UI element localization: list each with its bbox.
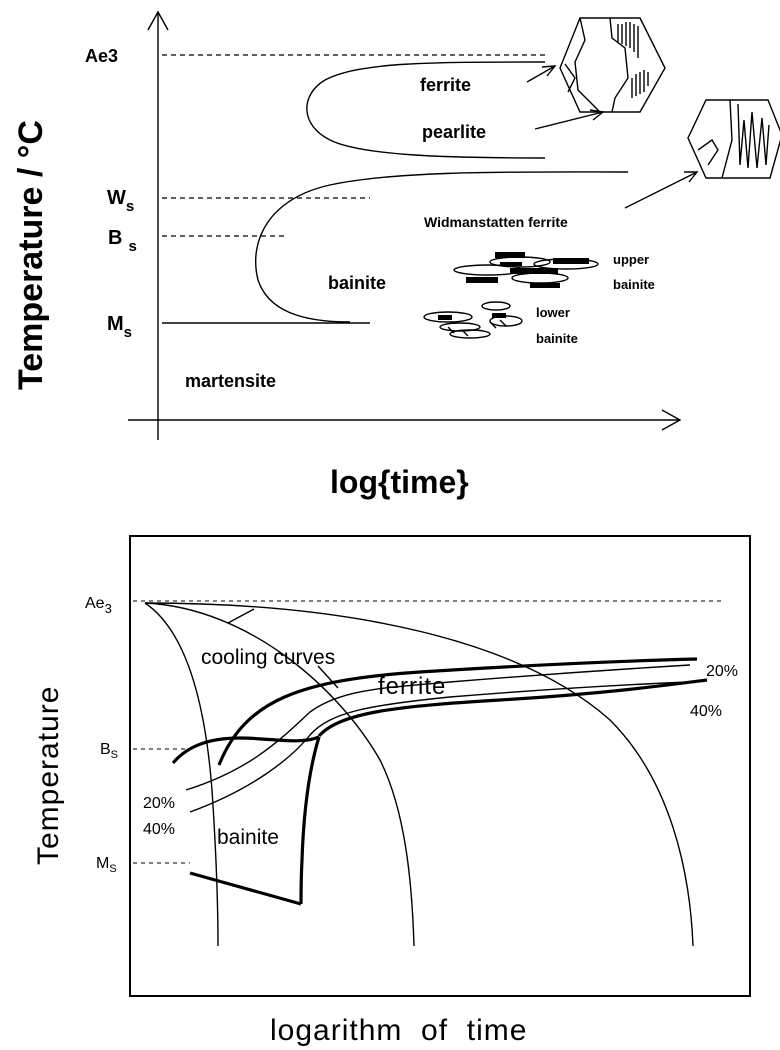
top-x-axis-arrow: [661, 409, 682, 431]
bottom-ae3-sub: 3: [105, 601, 112, 616]
arrow-widmanstatten-head: [684, 171, 699, 183]
top-ms-sub: s: [124, 324, 132, 341]
top-y-axis-label: Temperature / °C: [12, 120, 50, 390]
label-20-right: 20%: [706, 663, 738, 680]
top-bainite-curve: [254, 171, 629, 323]
top-ws-sub: s: [126, 198, 134, 215]
top-region-martensite: martensite: [185, 371, 276, 391]
top-region-widmanstatten: Widmanstatten ferrite: [424, 214, 568, 230]
bottom-ae3-label: Ae3: [85, 595, 112, 616]
upper-bainite-sketch: [453, 252, 599, 288]
top-region-upper-bainite-1: upper: [613, 252, 649, 267]
bottom-ms-sub: S: [109, 863, 116, 875]
label-20-left: 20%: [143, 795, 175, 812]
top-x-axis-label: log{time}: [330, 464, 469, 500]
top-region-bainite: bainite: [328, 273, 386, 293]
ferrite-start-curve: [217, 657, 698, 766]
top-ws-label: Ws: [107, 187, 134, 215]
bottom-y-axis-label: Temperature: [32, 686, 65, 865]
label-40-right: 40%: [690, 703, 722, 720]
top-ms-label: Ms: [107, 313, 132, 341]
grain-sketch-ferrite-pearlite: [559, 17, 666, 113]
top-region-pearlite: pearlite: [422, 122, 486, 142]
top-ws-main: W: [107, 187, 126, 209]
bottom-bs-main: B: [100, 741, 111, 758]
top-region-lower-bainite-2: bainite: [536, 331, 578, 346]
lower-bainite-sketch: [423, 301, 523, 339]
bottom-plot-frame: [129, 535, 751, 997]
bottom-x-axis-label: logarithm of time: [270, 1014, 527, 1047]
arrow-pearlite-head: [589, 109, 605, 121]
arrow-ferrite-head: [541, 65, 557, 77]
martensite-line: [189, 871, 302, 906]
top-bs-sub: s: [128, 238, 136, 255]
top-region-ferrite: ferrite: [420, 75, 471, 95]
top-ms-main: M: [107, 313, 124, 335]
top-y-axis-arrow: [147, 10, 169, 31]
top-bs-main: B: [108, 227, 122, 249]
bottom-diagram: Temperature logarithm of time Ae3 BS MS …: [32, 535, 751, 1047]
label-40-left: 40%: [143, 821, 175, 838]
bottom-ms-main: M: [96, 855, 109, 872]
bottom-bs-sub: S: [111, 749, 118, 761]
label-ferrite: ferrite: [378, 673, 446, 700]
cooling-curve-1: [144, 602, 219, 947]
cooling-curves-pointer-2: [317, 665, 339, 689]
arrow-ferrite-to-grain: [526, 65, 556, 83]
bainite-start-curve: [171, 735, 320, 765]
bottom-ms-label: MS: [96, 855, 117, 875]
label-bainite: bainite: [217, 826, 279, 849]
top-ferrite-pearlite-curve: [306, 61, 546, 159]
ferrite-40-curve: [189, 681, 689, 813]
ferrite-20-curve: [185, 664, 691, 791]
arrow-pearlite-to-grain: [534, 111, 604, 130]
arrow-widmanstatten-to-grain: [624, 171, 698, 209]
top-ae3-label: Ae3: [85, 46, 118, 66]
bottom-ae3-main: Ae: [85, 595, 105, 612]
ferrite-finish-curve: [317, 678, 708, 738]
label-cooling-curves: cooling curves: [201, 646, 335, 669]
top-region-upper-bainite-2: bainite: [613, 277, 655, 292]
grain-sketch-widmanstatten: [687, 99, 780, 179]
top-region-lower-bainite-1: lower: [536, 305, 570, 320]
cooling-curves-pointer-1: [227, 608, 255, 624]
bainite-finish-curve: [299, 736, 321, 905]
bottom-bs-label: BS: [100, 741, 118, 761]
